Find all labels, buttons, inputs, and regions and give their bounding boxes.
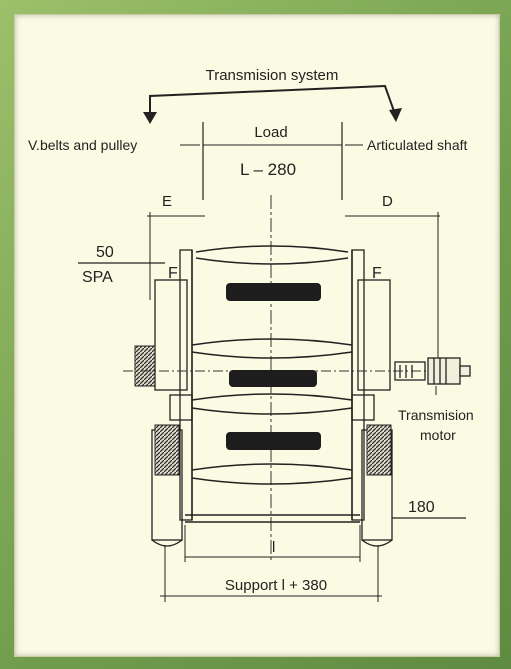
roller-marking-top [226, 283, 321, 301]
dim-e-label: E [162, 193, 172, 210]
f-left-label: F [168, 265, 178, 282]
motor-label-line1: Transmision [398, 407, 474, 423]
right-drive-label: Articulated shaft [367, 137, 467, 153]
drawing-sheet [14, 14, 500, 657]
title-arrow-left [143, 112, 157, 124]
articulated-shaft [394, 361, 426, 381]
dim-50-label: 50 [96, 244, 114, 261]
spa-label: SPA [82, 269, 113, 286]
f-right-label: F [372, 265, 382, 282]
dim-180-label: 180 [408, 499, 435, 516]
load-dimension: L – 280 [240, 160, 296, 179]
roller-marking-middle [229, 370, 317, 387]
dim-l-label: l [272, 539, 275, 556]
title-label: Transmision system [206, 67, 339, 84]
left-frame [151, 249, 193, 547]
title-arrow-right [389, 108, 402, 122]
right-frame [351, 249, 393, 547]
left-drive-label: V.belts and pulley [28, 137, 137, 153]
right-spring [366, 424, 392, 476]
dim-d-label: D [382, 193, 393, 210]
left-spring [154, 424, 180, 476]
load-label: Load [254, 124, 287, 141]
title-bracket [149, 84, 396, 120]
pulley [134, 345, 156, 387]
motor-label-line2: motor [420, 427, 456, 443]
support-label: Support l + 380 [225, 577, 327, 594]
motor-icon [427, 357, 471, 385]
roller-marking-bottom [226, 432, 321, 450]
